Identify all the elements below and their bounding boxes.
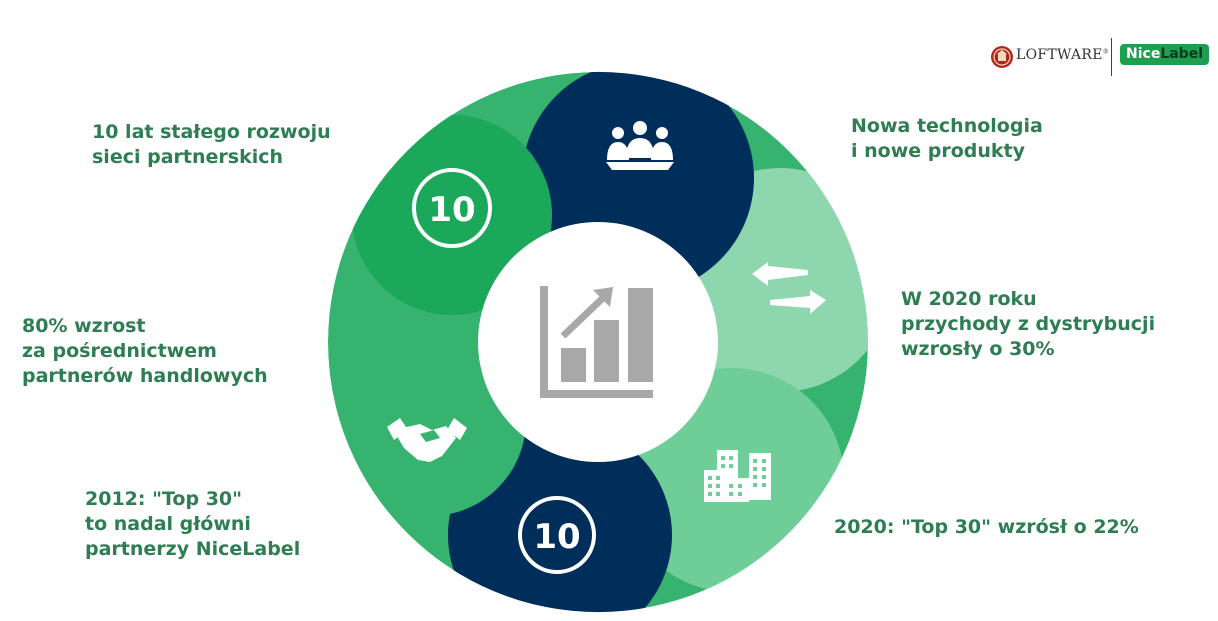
label-line: to nadal główni <box>85 513 251 535</box>
label-line: W 2020 roku <box>901 288 1037 310</box>
logo-divider <box>1111 38 1112 76</box>
label-trade-partners: 80% wzrost za pośrednictwem partnerów ha… <box>22 314 268 389</box>
handshake-icon <box>387 418 467 462</box>
label-line: i nowe produkty <box>851 140 1026 162</box>
exchange-arrows-icon <box>752 262 826 314</box>
trademark-symbol: ® <box>1102 48 1110 56</box>
loftware-seal-icon <box>991 46 1013 68</box>
label-line: wzrosły o 30% <box>901 338 1055 360</box>
label-line: 80% wzrost <box>22 315 146 337</box>
buildings-icon <box>704 450 771 502</box>
number-10-badge-icon: 10 <box>518 496 596 574</box>
nicelabel-wordmark-nice: Nice <box>1126 46 1161 62</box>
segment-partners <box>352 115 552 315</box>
growth-chart-icon <box>540 286 653 398</box>
number-10-badge-icon: 10 <box>412 168 492 248</box>
label-top30-2012: 2012: "Top 30" to nadal główni partnerzy… <box>85 487 300 562</box>
loftware-wordmark: LOFTWARE <box>1016 47 1103 63</box>
team-meeting-icon <box>606 121 674 170</box>
label-line: 2012: "Top 30" <box>85 488 243 510</box>
label-line: 2020: "Top 30" wzrósł o 22% <box>834 516 1139 538</box>
label-partners: 10 lat stałego rozwoju sieci partnerskic… <box>92 120 331 170</box>
nicelabel-logo: NiceLabel <box>1120 44 1209 65</box>
label-line: 10 lat stałego rozwoju <box>92 121 331 143</box>
label-line: partnerów handlowych <box>22 365 268 387</box>
label-line: Nowa technologia <box>851 115 1043 137</box>
svg-text:10: 10 <box>533 517 580 557</box>
label-line: partnerzy NiceLabel <box>85 538 301 560</box>
label-line: za pośrednictwem <box>22 340 217 362</box>
brand-logos: LOFTWARE® NiceLabel <box>988 38 1210 76</box>
label-distribution: W 2020 roku przychody z dystrybucji wzro… <box>901 287 1155 362</box>
label-line: sieci partnerskich <box>92 146 284 168</box>
svg-text:10: 10 <box>428 190 475 230</box>
label-technology: Nowa technologia i nowe produkty <box>851 114 1043 164</box>
label-top30-2020: 2020: "Top 30" wzrósł o 22% <box>834 515 1139 540</box>
nicelabel-wordmark-label: Label <box>1160 46 1203 62</box>
segment-trade-partners <box>334 324 526 516</box>
label-line: przychody z dystrybucji <box>901 313 1156 335</box>
loftware-logo: LOFTWARE® <box>1016 47 1109 63</box>
